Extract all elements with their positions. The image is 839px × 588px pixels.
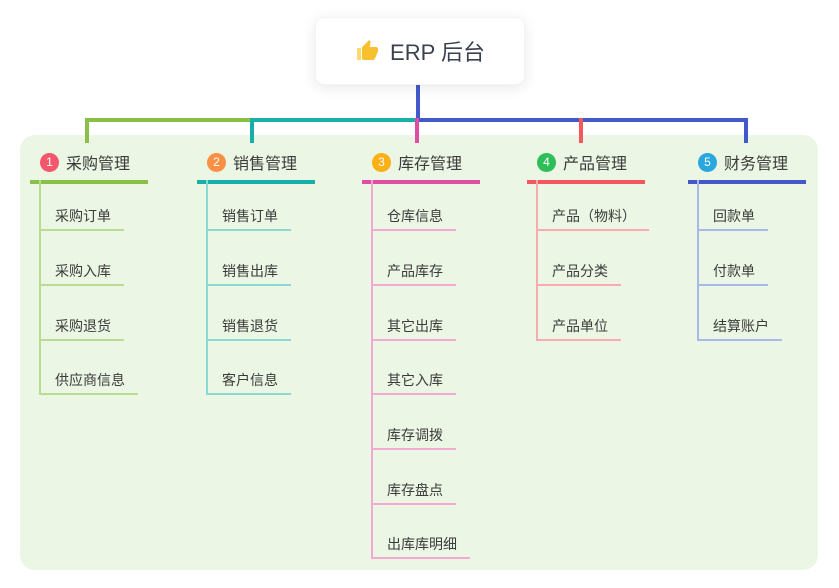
branch-header-product[interactable]: 4 产品管理 (527, 150, 645, 184)
child-node[interactable]: 销售订单 (206, 207, 291, 231)
branch-label: 销售管理 (233, 156, 298, 173)
branch-label: 产品管理 (563, 156, 628, 173)
branch-badge: 3 (372, 152, 391, 172)
child-node[interactable]: 采购入库 (39, 262, 124, 286)
root-node[interactable]: ERP 后台 (315, 17, 525, 85)
child-node[interactable]: 产品库存 (371, 262, 456, 286)
branch-header-purchase[interactable]: 1 采购管理 (30, 150, 148, 184)
branch-spine (206, 180, 208, 395)
connector-drop-sales (250, 118, 254, 143)
child-node[interactable]: 结算账户 (697, 317, 782, 341)
branch-header-sales[interactable]: 2 销售管理 (197, 150, 315, 184)
child-node[interactable]: 库存盘点 (371, 481, 456, 505)
child-node[interactable]: 销售出库 (206, 262, 291, 286)
connector-drop-purchase (85, 118, 89, 143)
child-node[interactable]: 客户信息 (206, 371, 291, 395)
branches-panel (20, 135, 818, 570)
child-node[interactable]: 回款单 (697, 207, 768, 231)
branch-spine (39, 180, 41, 395)
branch-badge: 4 (537, 152, 556, 172)
connector-drop-product (579, 118, 583, 143)
root-connector-line (416, 84, 420, 120)
child-node[interactable]: 产品（物料） (536, 207, 649, 231)
branch-spine (371, 180, 373, 559)
child-node[interactable]: 其它入库 (371, 371, 456, 395)
branch-spine (536, 180, 538, 341)
child-node[interactable]: 仓库信息 (371, 207, 456, 231)
child-node[interactable]: 付款单 (697, 262, 768, 286)
child-node[interactable]: 其它出库 (371, 317, 456, 341)
child-node[interactable]: 供应商信息 (39, 371, 138, 395)
branch-label: 财务管理 (724, 156, 789, 173)
child-node[interactable]: 采购订单 (39, 207, 124, 231)
root-node-label: ERP 后台 (390, 40, 485, 65)
branch-badge: 5 (698, 152, 717, 172)
connector-drop-finance (744, 118, 748, 143)
child-node[interactable]: 产品分类 (536, 262, 621, 286)
branch-header-finance[interactable]: 5 财务管理 (688, 150, 806, 184)
branch-badge: 1 (40, 152, 59, 172)
thumbs-up-icon (357, 40, 379, 60)
branch-label: 采购管理 (66, 156, 131, 173)
child-node[interactable]: 销售退货 (206, 317, 291, 341)
branch-badge: 2 (207, 152, 226, 172)
connector-drop-inventory (415, 118, 419, 143)
child-node[interactable]: 采购退货 (39, 317, 124, 341)
child-node[interactable]: 出库库明细 (371, 535, 470, 559)
child-node[interactable]: 产品单位 (536, 317, 621, 341)
branch-spine (697, 180, 699, 341)
connector-horizontal-purchase (85, 118, 252, 122)
branch-header-inventory[interactable]: 3 库存管理 (362, 150, 480, 184)
child-node[interactable]: 库存调拨 (371, 426, 456, 450)
branch-label: 库存管理 (398, 156, 463, 173)
connector-horizontal-sales (252, 118, 417, 122)
